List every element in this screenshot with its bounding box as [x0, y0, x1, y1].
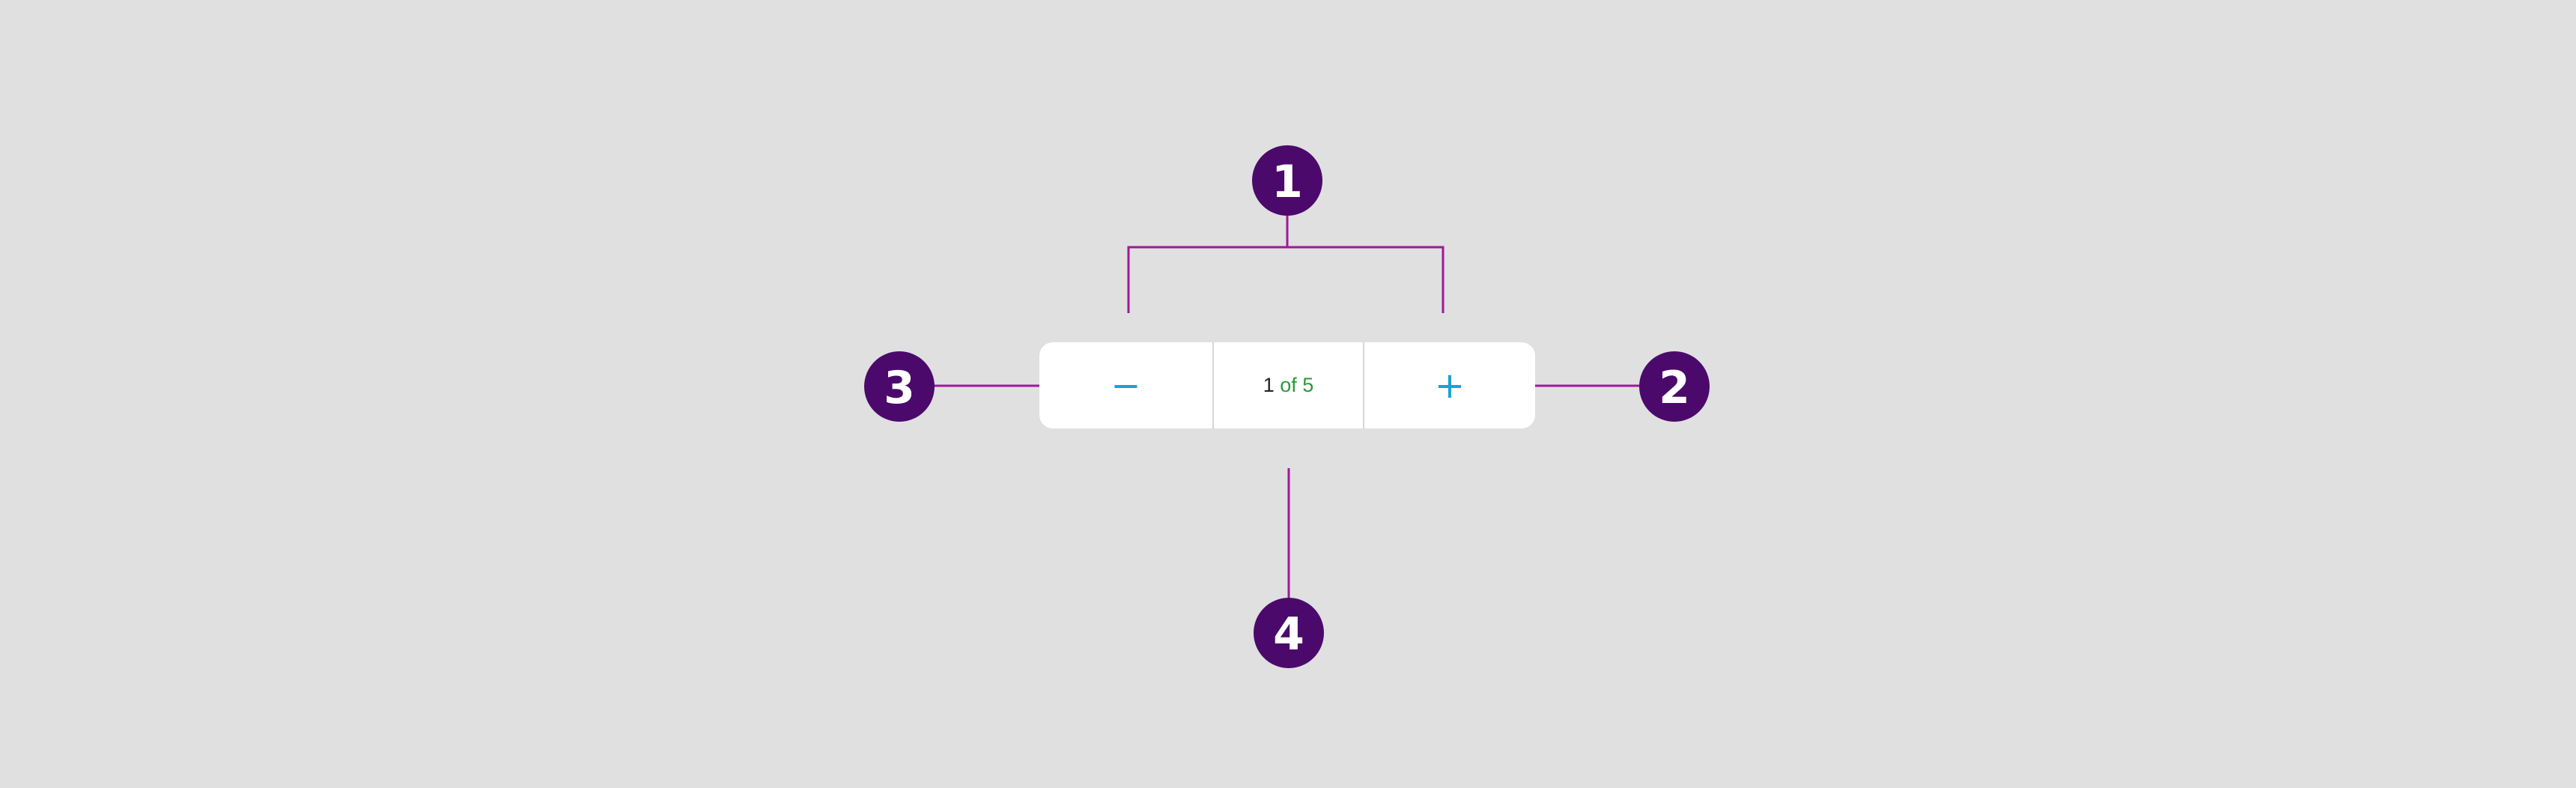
stepper-value-text: 1 of 5 [1263, 374, 1314, 397]
svg-text:3: 3 [884, 362, 915, 414]
callout-badge-4: 4 [1254, 598, 1324, 668]
callout-badge-3: 3 [864, 351, 935, 422]
svg-text:4: 4 [1273, 608, 1304, 661]
stepper-value-display: 1 of 5 [1214, 342, 1364, 428]
bracket-line [1127, 216, 1445, 313]
minus-icon: − [1111, 364, 1141, 407]
quantity-stepper: − 1 of 5 + [1039, 342, 1535, 428]
svg-text:2: 2 [1659, 362, 1690, 414]
callout-badge-1: 1 [1252, 145, 1322, 216]
callout-badge-2: 2 [1639, 351, 1710, 422]
increment-button[interactable]: + [1364, 342, 1535, 428]
current-value: 1 [1263, 374, 1275, 396]
svg-text:1: 1 [1272, 156, 1303, 208]
plus-icon: + [1434, 364, 1465, 407]
decrement-button[interactable]: − [1039, 342, 1214, 428]
total-label: of 5 [1280, 374, 1314, 396]
